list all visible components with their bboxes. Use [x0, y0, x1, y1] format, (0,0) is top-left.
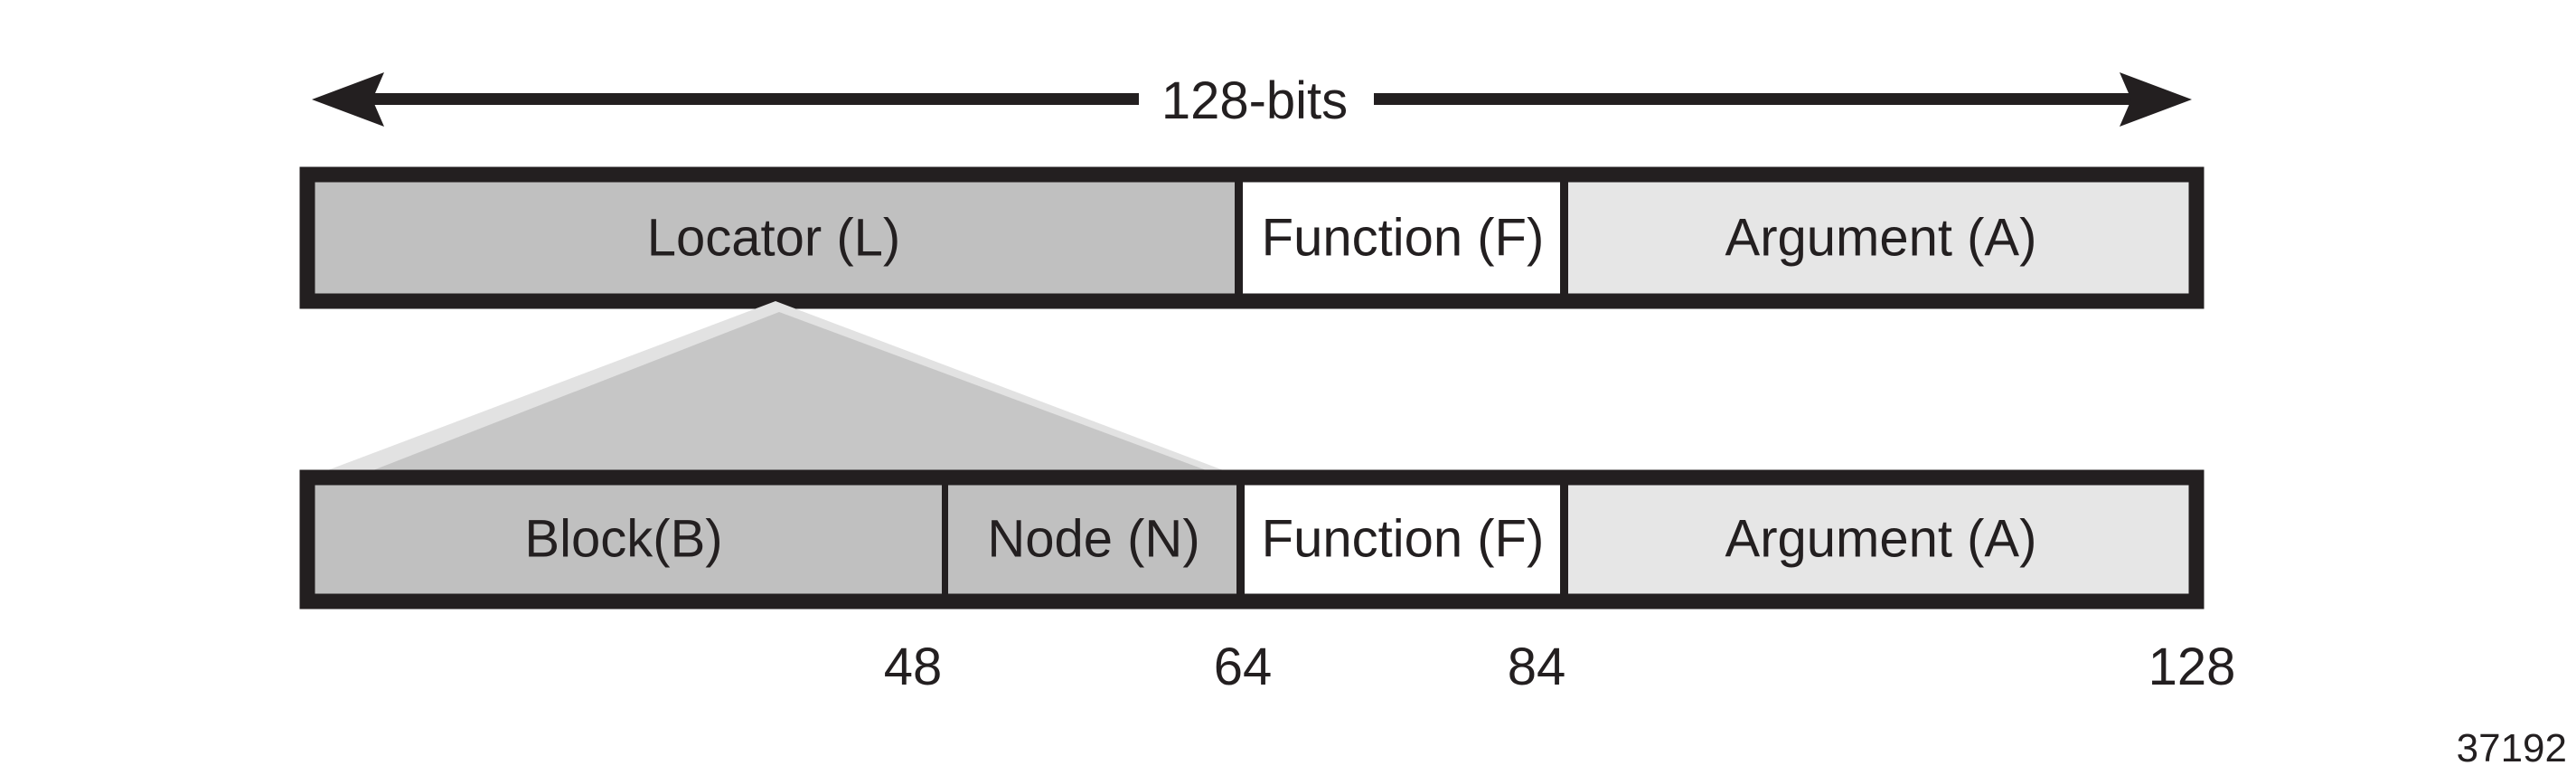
figure-number: 37192	[2457, 726, 2567, 770]
bit-tick-48: 48	[884, 638, 943, 696]
segment-function-fill	[1240, 175, 1565, 301]
expansion-funnel	[311, 301, 1240, 477]
divider-function-argument-bottom	[1560, 477, 1568, 601]
address-row: Locator (L) Function (F) Argument (A)	[299, 166, 2205, 309]
divider-block-node	[942, 477, 948, 601]
segment-function-fill-bottom	[1241, 477, 1565, 601]
arrow-left-line	[372, 93, 1139, 105]
locator-expansion-row-frame	[299, 469, 2205, 610]
divider-locator-function	[1235, 175, 1243, 301]
segment-label-node: Node (N)	[987, 509, 1199, 568]
bit-tick-labels: 48 64 84 128	[884, 638, 2236, 696]
dimension-arrow-group: 128-bits	[312, 71, 2192, 130]
bit-tick-64: 64	[1214, 638, 1273, 696]
dimension-label: 128-bits	[1161, 71, 1348, 130]
segment-label-function-top: Function (F)	[1262, 208, 1545, 267]
locator-expansion-row: Block(B) Node (N) Function (F) Argument …	[299, 469, 2205, 610]
segment-label-function-bottom: Function (F)	[1262, 509, 1545, 568]
segment-label-argument-bottom: Argument (A)	[1725, 509, 2037, 568]
segment-node-fill	[945, 477, 1241, 601]
segment-label-locator: Locator (L)	[647, 208, 900, 267]
bit-tick-128: 128	[2148, 638, 2236, 696]
divider-function-argument	[1560, 175, 1568, 301]
funnel-body	[362, 312, 1218, 475]
address-row-frame	[299, 166, 2205, 309]
arrow-right-line	[1374, 93, 2131, 105]
segment-block-fill	[307, 477, 945, 601]
segment-argument-fill-bottom	[1565, 477, 2196, 601]
bit-tick-84: 84	[1508, 638, 1566, 696]
arrow-right-head	[2120, 72, 2192, 127]
segment-locator-fill	[307, 175, 1240, 301]
arrow-left-head	[312, 72, 384, 127]
divider-node-function	[1236, 477, 1245, 601]
segment-label-argument-top: Argument (A)	[1725, 208, 2037, 267]
segment-argument-fill	[1565, 175, 2196, 301]
segment-label-block: Block(B)	[524, 509, 722, 568]
